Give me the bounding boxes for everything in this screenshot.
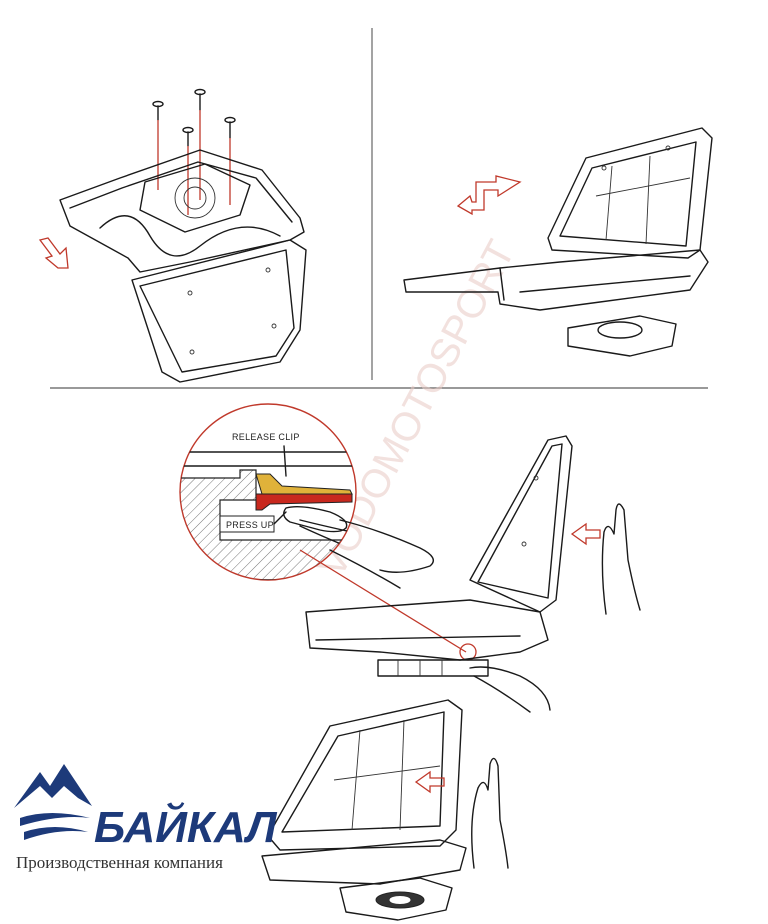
baikal-logo: БАЙКАЛ Производственная компания (14, 764, 277, 872)
brand-tagline: Производственная компания (16, 853, 223, 872)
wave-icon (20, 813, 90, 826)
press-up-label: PRESS UP (226, 520, 274, 530)
brand-name: БАЙКАЛ (94, 801, 277, 852)
panel-release-clip: RELEASE CLIP PRESS UP (179, 403, 641, 713)
mountain-icon (14, 764, 92, 808)
screw-icon (224, 116, 236, 139)
screw-icon (194, 88, 206, 111)
release-clip-label: RELEASE CLIP (232, 432, 300, 442)
panel-seat-assembled (403, 127, 713, 357)
screw-icon (152, 100, 164, 121)
panel-seat-tilted (261, 699, 509, 921)
screw-icon (182, 126, 194, 147)
panel-seat-underside (38, 88, 307, 383)
